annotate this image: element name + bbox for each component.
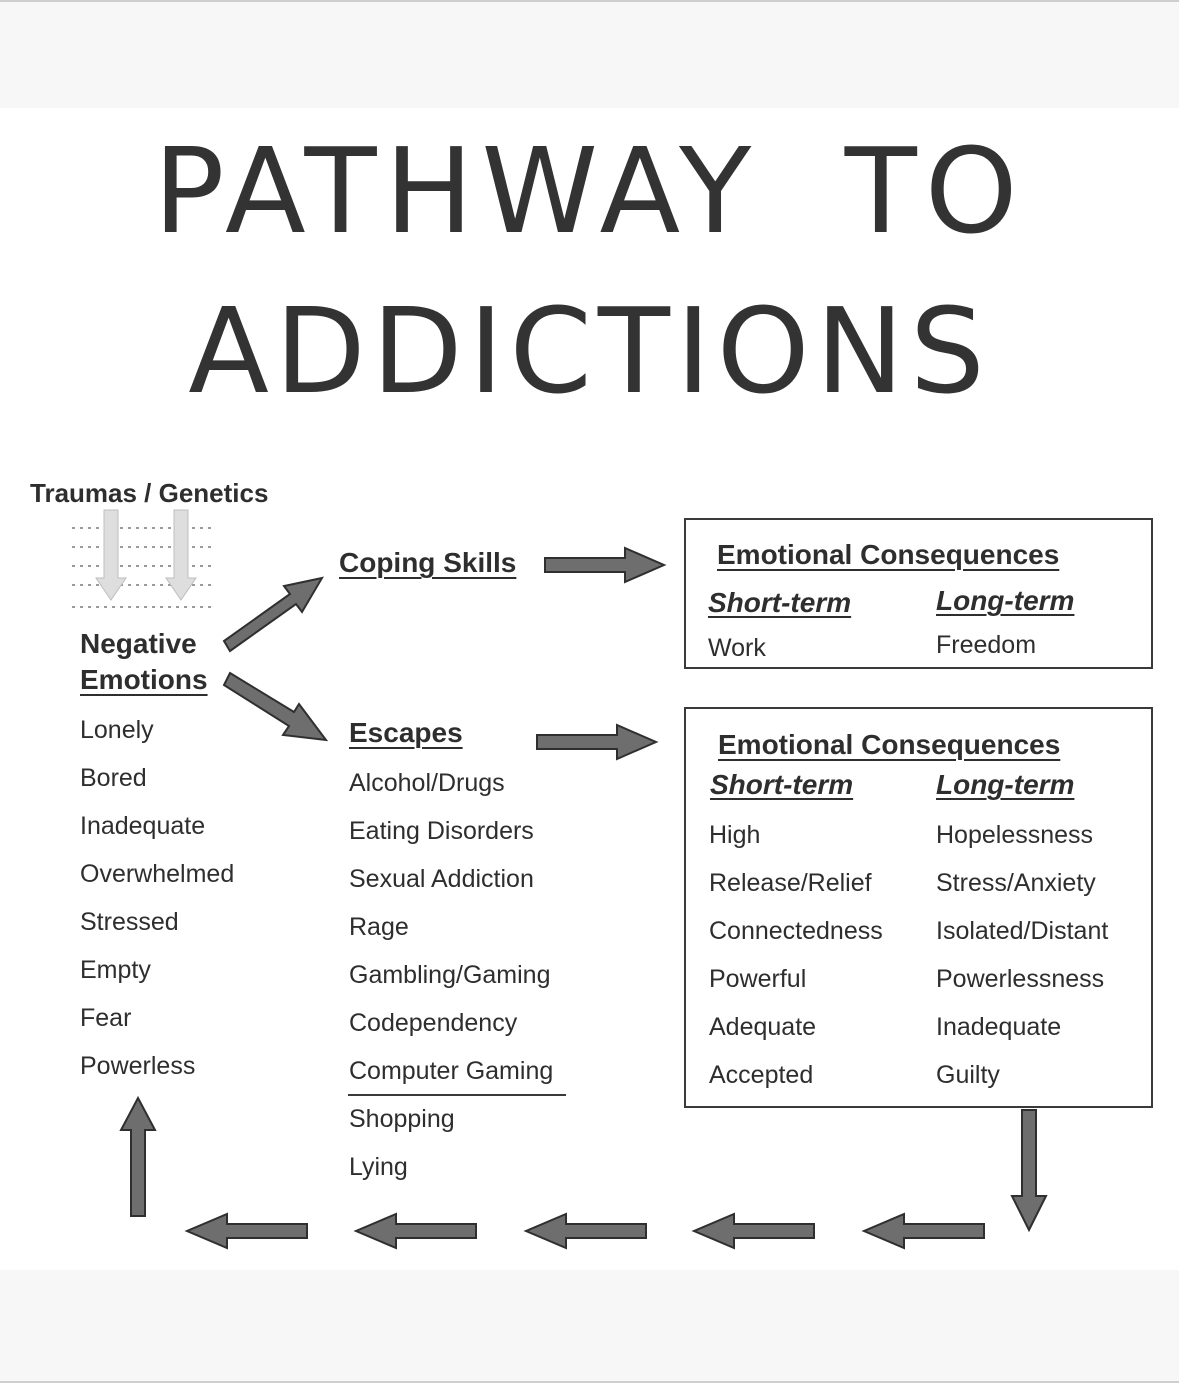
return-arrow-5 xyxy=(184,1212,308,1250)
list-item: Alcohol/Drugs xyxy=(349,769,505,797)
escapes-consequences-box xyxy=(684,707,1153,1108)
coping-long-term-label: Long-term xyxy=(936,585,1075,616)
coping-consequences-title: Emotional Consequences xyxy=(717,539,1060,570)
arrow-to-escapes xyxy=(222,671,329,742)
top-margin xyxy=(0,0,1179,110)
list-item: Connectedness xyxy=(709,917,883,945)
list-item: Lonely xyxy=(80,716,154,744)
coping-short-term-item: Work xyxy=(708,634,766,662)
negative-emotions-heading-2: Emotions xyxy=(80,664,208,695)
title-line-2: ADDICTIONS xyxy=(188,282,991,420)
bottom-margin xyxy=(0,1270,1179,1383)
arrow-to-coping xyxy=(222,576,325,653)
list-item: Overwhelmed xyxy=(80,860,235,888)
list-item: Lying xyxy=(349,1153,408,1181)
list-item: Stress/Anxiety xyxy=(936,869,1096,897)
list-item: Guilty xyxy=(936,1061,1000,1089)
dotted-lines xyxy=(72,527,215,608)
list-item: Gambling/Gaming xyxy=(349,961,551,989)
coping-short-term-label: Short-term xyxy=(708,587,852,618)
list-item: Inadequate xyxy=(80,812,206,840)
escapes-short-term-label: Short-term xyxy=(710,769,854,800)
list-item: Bored xyxy=(80,764,147,792)
list-item: Fear xyxy=(80,1004,132,1032)
list-item: Powerful xyxy=(709,965,807,993)
list-item: Eating Disorders xyxy=(349,817,534,845)
return-arrow-2 xyxy=(691,1212,815,1250)
list-item: Empty xyxy=(80,956,151,984)
arrow-coping-to-consequences xyxy=(544,546,667,584)
escapes-label: Escapes xyxy=(349,717,463,748)
list-item: Computer Gaming xyxy=(349,1057,554,1085)
list-item: Accepted xyxy=(709,1061,814,1089)
list-item: Stressed xyxy=(80,908,179,936)
coping-long-term-item: Freedom xyxy=(936,631,1037,659)
coping-consequences-box xyxy=(684,518,1153,669)
title-line-1: PATHWAY TO xyxy=(153,122,1026,260)
list-item: Isolated/Distant xyxy=(936,917,1109,945)
list-item: Powerless xyxy=(80,1052,196,1080)
list-item: High xyxy=(709,821,761,849)
return-arrow-1 xyxy=(861,1212,985,1250)
list-item: Inadequate xyxy=(936,1013,1062,1041)
arrow-escapes-to-consequences xyxy=(536,723,659,761)
list-item: Shopping xyxy=(349,1105,455,1133)
list-item: Release/Relief xyxy=(709,869,872,897)
list-item: Adequate xyxy=(709,1013,817,1041)
escapes-divider xyxy=(348,1094,566,1096)
return-arrow-4 xyxy=(353,1212,477,1250)
coping-skills-label: Coping Skills xyxy=(339,547,517,578)
list-item: Hopelessness xyxy=(936,821,1094,849)
list-item: Codependency xyxy=(349,1009,518,1037)
list-item: Sexual Addiction xyxy=(349,865,534,893)
escapes-long-term-label: Long-term xyxy=(936,769,1075,800)
traumas-genetics-label: Traumas / Genetics xyxy=(30,478,269,508)
arrow-down-from-consequences xyxy=(1010,1109,1048,1233)
trauma-down-arrows xyxy=(95,509,197,601)
return-arrow-3 xyxy=(523,1212,647,1250)
negative-emotions-heading-1: Negative xyxy=(80,628,197,659)
list-item: Powerlessness xyxy=(936,965,1105,993)
arrow-up-to-emotions xyxy=(119,1095,157,1217)
list-item: Rage xyxy=(349,913,409,941)
escapes-consequences-title: Emotional Consequences xyxy=(718,729,1061,760)
